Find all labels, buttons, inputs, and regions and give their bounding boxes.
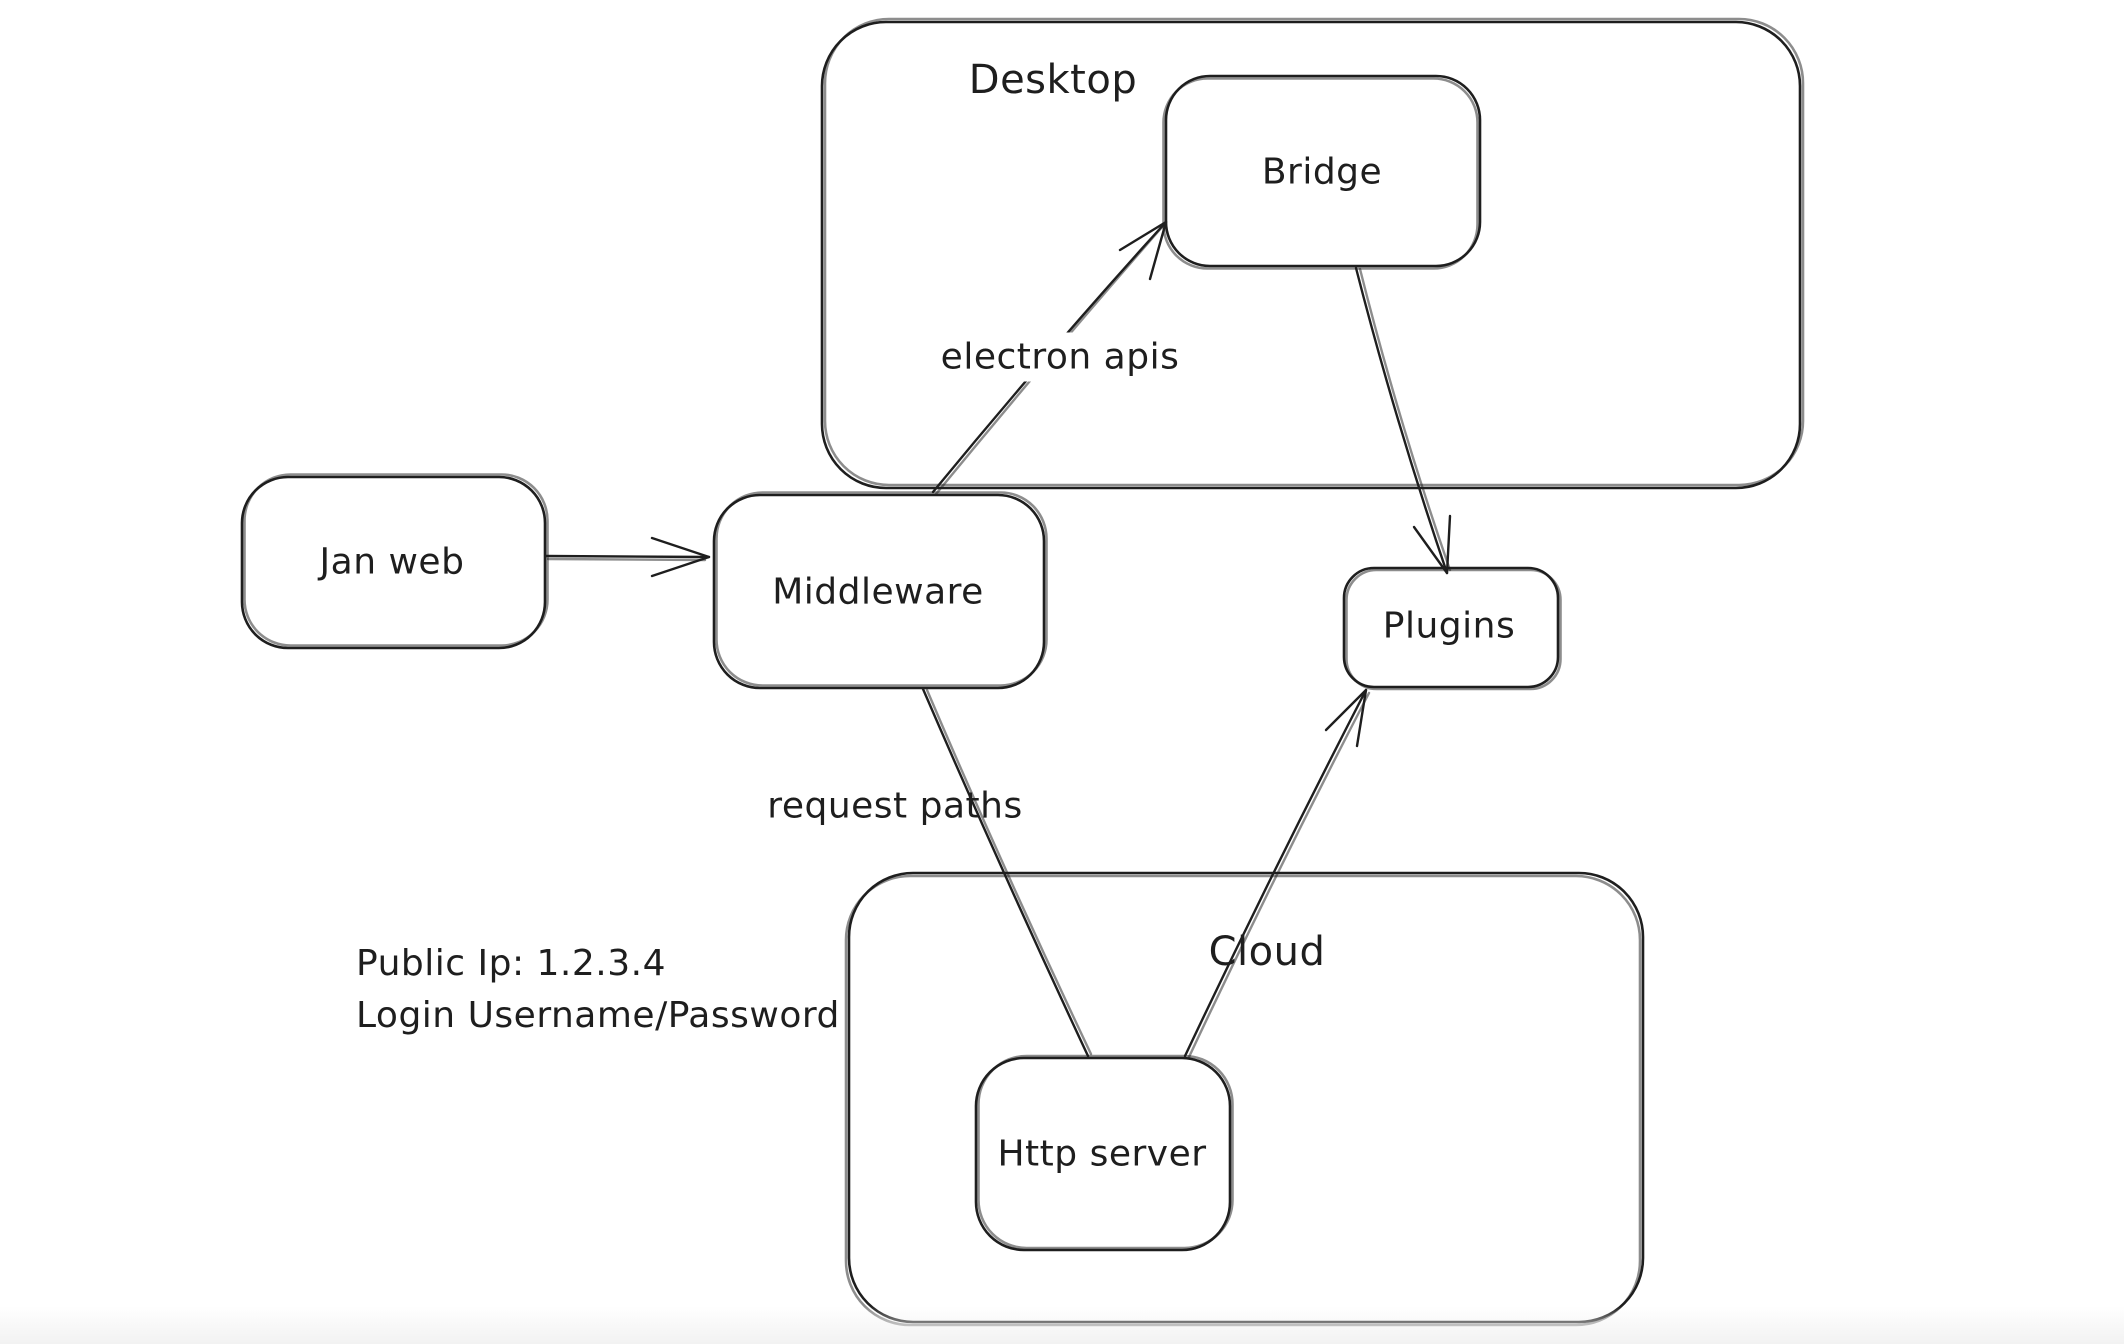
plugins-box-outline[interactable]	[1344, 568, 1558, 687]
middleware-label[interactable]: Middleware	[772, 571, 984, 613]
desktop-box-outline[interactable]	[822, 22, 1800, 488]
arrow-bridge-to-plugins-ghost	[1360, 269, 1450, 570]
arrow-bridge-to-plugins-line[interactable]	[1356, 268, 1447, 573]
node-middleware[interactable]	[714, 491, 1048, 689]
bridge-label[interactable]: Bridge	[1261, 151, 1383, 193]
arrow-jan-web-to-middleware[interactable]	[546, 538, 709, 576]
arrow-http-server-to-plugins-ghost	[1189, 693, 1369, 1057]
cloud-credentials-note[interactable]: Public Ip: 1.2.3.4 Login Username/Passwo…	[356, 938, 840, 1042]
cloud-container-label[interactable]: Cloud	[1208, 929, 1326, 975]
line-middleware-to-http-server-ghost	[927, 690, 1091, 1054]
arrow-http-server-to-plugins[interactable]	[1185, 690, 1369, 1057]
edge-label-electron-apis[interactable]: electron apis	[932, 332, 1188, 382]
node-plugins[interactable]	[1344, 568, 1562, 691]
http-server-label[interactable]: Http server	[997, 1133, 1207, 1175]
node-jan-web[interactable]	[242, 473, 549, 649]
arrow-jan-web-to-middleware-ghost	[548, 559, 705, 560]
node-bridge[interactable]	[1162, 76, 1481, 270]
arrow-jan-web-to-middleware-line[interactable]	[546, 556, 709, 557]
cloud-credentials-note-line2: Login Username/Password	[356, 995, 840, 1037]
bridge-box-outline[interactable]	[1166, 76, 1480, 266]
arrow-http-server-to-plugins-line[interactable]	[1185, 690, 1366, 1056]
cloud-credentials-note-line1: Public Ip: 1.2.3.4	[356, 943, 666, 984]
arrow-middleware-to-bridge-head	[1120, 222, 1166, 279]
container-desktop[interactable]	[822, 17, 1805, 488]
plugins-label[interactable]: Plugins	[1382, 605, 1516, 647]
middleware-box-outline[interactable]	[714, 495, 1044, 688]
edge-label-request-paths[interactable]: request paths	[767, 785, 1023, 827]
arrow-bridge-to-plugins-head	[1414, 516, 1450, 573]
arrow-http-server-to-plugins-head	[1326, 690, 1366, 746]
node-http-server[interactable]	[976, 1054, 1234, 1250]
arrow-jan-web-to-middleware-head	[652, 538, 709, 576]
line-middleware-to-http-server-line[interactable]	[923, 689, 1088, 1056]
desktop-container-label[interactable]: Desktop	[968, 57, 1138, 103]
arrow-bridge-to-plugins[interactable]	[1356, 268, 1450, 573]
http-server-box-outline[interactable]	[976, 1058, 1230, 1250]
line-middleware-to-http-server[interactable]	[923, 689, 1091, 1056]
jan-web-box-outline[interactable]	[242, 477, 545, 648]
jan-web-label[interactable]: Jan web	[319, 541, 465, 583]
